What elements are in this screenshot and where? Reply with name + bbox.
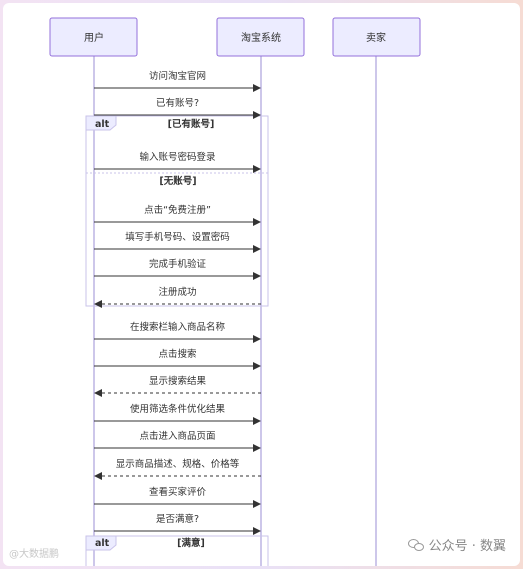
message-label: 使用筛选条件优化结果 xyxy=(130,403,226,415)
alt-fragment-satisfied: alt [满意] xyxy=(85,535,269,566)
participant-seller-label: 卖家 xyxy=(366,31,386,44)
message-label: 是否满意? xyxy=(156,513,199,525)
participant-seller: 卖家 xyxy=(332,17,421,57)
alt-fragment-satisfied-keyword: alt xyxy=(95,538,110,549)
wechat-icon xyxy=(407,538,424,551)
message-label: 显示搜索结果 xyxy=(149,375,207,387)
alt-fragment-account-keyword: alt xyxy=(95,119,110,130)
wechat-account-name: 公众号 · 数翼 xyxy=(428,539,506,554)
message-label: 显示商品描述、规格、价格等 xyxy=(116,458,240,470)
participant-taobao: 淘宝系统 xyxy=(216,17,305,57)
message-label: 访问淘宝官网 xyxy=(149,70,206,82)
diagram-frame: 用户 淘宝系统 卖家 alt [已有账号] [无账号] alt [满意] 访问淘… xyxy=(3,3,520,566)
participant-taobao-label: 淘宝系统 xyxy=(241,31,281,44)
participant-user-label: 用户 xyxy=(84,31,104,44)
wechat-account: 公众号 · 数翼 xyxy=(407,535,506,554)
message-label: 已有账号? xyxy=(156,97,199,109)
message-label: 点击搜索 xyxy=(158,348,196,360)
message-label: 点击进入商品页面 xyxy=(139,430,215,442)
message-label: 点击“免费注册” xyxy=(144,204,211,216)
alt-fragment-account-condition-1: [已有账号] xyxy=(168,118,215,130)
message-label: 完成手机验证 xyxy=(149,258,207,270)
message-label: 注册成功 xyxy=(158,286,196,298)
alt-fragment-account-condition-2: [无账号] xyxy=(159,175,196,187)
participant-user: 用户 xyxy=(49,17,138,57)
alt-fragment-account: alt [已有账号] [无账号] xyxy=(85,115,269,307)
message-label: 填写手机号码、设置密码 xyxy=(125,231,230,243)
message-label: 查看买家评价 xyxy=(149,486,207,498)
sequence-diagram: 用户 淘宝系统 卖家 alt [已有账号] [无账号] alt [满意] 访问淘… xyxy=(49,17,421,566)
watermark: @大数据鹏 xyxy=(9,549,59,560)
alt-fragment-satisfied-condition-1: [满意] xyxy=(177,537,205,549)
message-label: 输入账号密码登录 xyxy=(139,151,216,163)
message-label: 在搜索栏输入商品名称 xyxy=(130,321,226,333)
